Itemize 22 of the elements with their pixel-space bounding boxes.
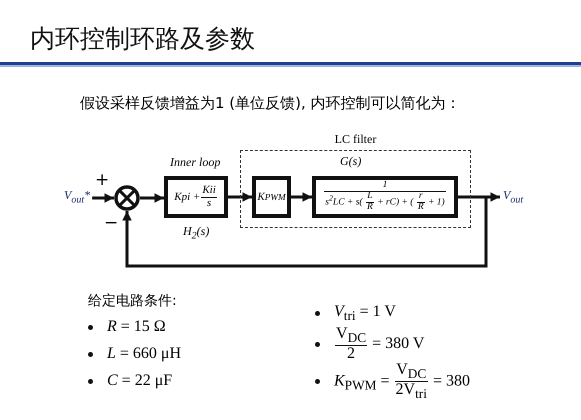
section-heading: 给定电路条件: xyxy=(88,292,177,310)
bullet-item: L = 660 μH xyxy=(88,345,182,363)
caption-text: H$_{2}$(s) xyxy=(183,224,210,242)
bullet-item: R = 15 Ω xyxy=(88,318,166,336)
bullet-item: C = 22 μF xyxy=(88,372,172,390)
caption-text: Inner loop xyxy=(170,155,220,170)
sign-label: − xyxy=(104,213,118,233)
arrow xyxy=(291,192,312,202)
arrow xyxy=(92,193,114,203)
slide-title: 内环控制环路及参数 xyxy=(30,23,255,55)
bullet-item: V$_{tri}$ = 1 V xyxy=(315,303,396,324)
group-heading: LC filter xyxy=(334,132,378,147)
caption-text: G(s) xyxy=(340,154,362,169)
sign-label: + xyxy=(95,170,110,190)
arrow xyxy=(122,196,488,268)
arrow xyxy=(228,192,252,202)
bullet-item: V$_{DC}$ 2 = 380 V xyxy=(315,326,424,363)
signal-label: V$_{out}$ xyxy=(503,188,524,206)
intro-sentence: 假设采样反馈增益为1 (单位反馈), 内环控制可以简化为： xyxy=(80,94,461,113)
arrow xyxy=(140,193,164,203)
signal-label: V$_{out}$* xyxy=(64,188,90,206)
summing-junction xyxy=(114,185,140,211)
